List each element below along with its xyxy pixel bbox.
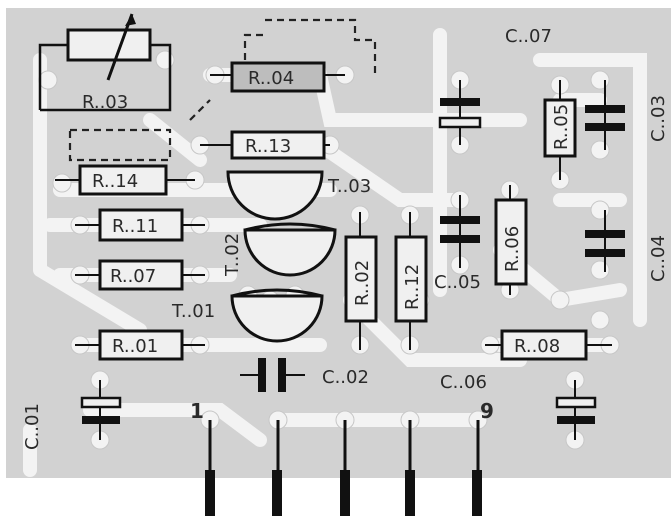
capacitor-c06: C..06 <box>440 372 597 440</box>
pin-label-1: 1 <box>190 399 204 423</box>
pin-3 <box>340 470 350 516</box>
label-t03: T..03 <box>327 176 371 197</box>
label-r12: R..12 <box>402 264 423 310</box>
transistor-t02: T..02 <box>222 222 337 277</box>
label-r14: R..14 <box>92 171 138 192</box>
pin-4 <box>405 470 415 516</box>
resistor-r11: R..11 <box>75 208 205 242</box>
capacitor-c03: C..03 <box>585 80 669 150</box>
pin-leads <box>208 420 480 470</box>
capacitor-c07: C..07 <box>438 26 552 145</box>
connector-pins <box>205 470 482 516</box>
resistor-r02: R..02 <box>344 212 378 350</box>
label-r07: R..07 <box>110 266 156 287</box>
resistor-r14: R..14 <box>55 164 195 196</box>
label-t01: T..01 <box>171 301 215 322</box>
label-r06: R..06 <box>502 226 523 272</box>
capacitor-c04: C..04 <box>585 210 669 282</box>
resistor-r04: R..04 <box>210 61 345 93</box>
resistor-r01: R..01 <box>75 329 205 361</box>
capacitor-c01: C..01 <box>22 380 122 450</box>
capacitor-c02: C..02 <box>240 358 369 392</box>
transistor-t03: T..03 <box>226 170 371 221</box>
label-c03: C..03 <box>648 95 669 142</box>
pin-label-9: 9 <box>480 399 494 423</box>
resistor-r13: R..13 <box>200 130 330 160</box>
label-r02: R..02 <box>352 260 373 306</box>
pin-5 <box>472 470 482 516</box>
label-r08: R..08 <box>514 336 560 357</box>
label-c01: C..01 <box>22 403 43 450</box>
capacitor-c05: C..05 <box>434 195 481 293</box>
label-r04: R..04 <box>248 68 294 89</box>
resistor-r05: R..05 <box>543 80 577 180</box>
label-t02: T..02 <box>222 233 243 277</box>
transistor-t01: T..01 <box>171 288 324 343</box>
resistor-r03: R..03 <box>38 13 172 113</box>
label-c02: C..02 <box>322 367 369 388</box>
pin-1 <box>205 470 215 516</box>
resistor-r08: R..08 <box>485 329 612 361</box>
label-c07: C..07 <box>505 26 552 47</box>
label-r11: R..11 <box>112 216 158 237</box>
label-c05: C..05 <box>434 272 481 293</box>
label-r05: R..05 <box>551 104 572 150</box>
label-c06: C..06 <box>440 372 487 393</box>
resistor-r06: R..06 <box>494 185 528 295</box>
label-c04: C..04 <box>648 235 669 282</box>
dashed-outlines <box>68 18 377 162</box>
pin-2 <box>272 470 282 516</box>
resistor-r12: R..12 <box>394 212 428 350</box>
label-r03: R..03 <box>82 92 128 113</box>
label-r01: R..01 <box>112 336 158 357</box>
resistor-r07: R..07 <box>75 259 205 291</box>
label-r13: R..13 <box>245 136 291 157</box>
